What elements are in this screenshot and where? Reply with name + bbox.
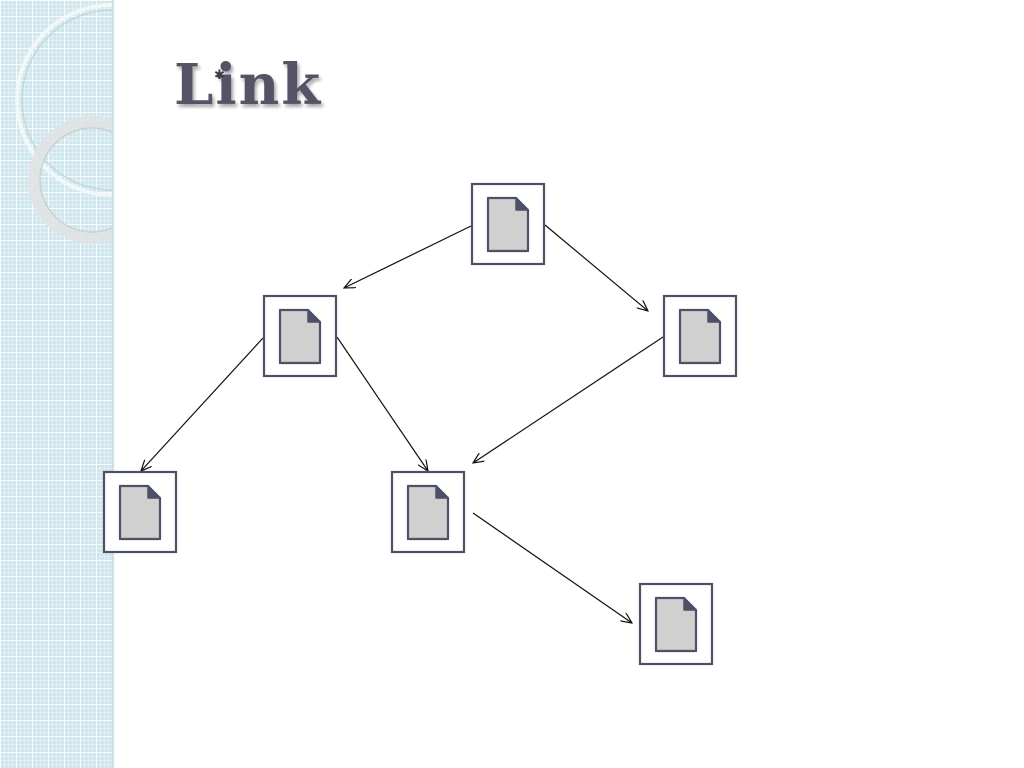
node-right — [662, 294, 738, 378]
edge-left-to-middle — [336, 336, 428, 471]
edge-right-to-middle — [473, 336, 664, 463]
diagram-edges — [141, 224, 664, 623]
document-icon — [662, 294, 738, 378]
star-icon: ✱ — [214, 68, 225, 83]
document-icon — [470, 182, 546, 266]
document-icon — [262, 294, 338, 378]
edge-root-to-right — [544, 224, 648, 311]
node-middle — [390, 470, 466, 554]
edge-root-to-left — [344, 225, 472, 288]
node-bottom-right — [638, 582, 714, 666]
document-icon — [102, 470, 178, 554]
edge-middle-to-bottom-right — [472, 512, 632, 623]
slide-title: Link — [174, 52, 323, 118]
diagram-nodes — [102, 182, 738, 666]
side-band-edge — [112, 0, 115, 768]
edge-left-to-left-left — [141, 337, 264, 471]
document-icon — [390, 470, 466, 554]
node-left-left — [102, 470, 178, 554]
side-decoration-band — [0, 0, 209, 768]
node-root — [470, 182, 546, 266]
document-icon — [638, 582, 714, 666]
node-left — [262, 294, 338, 378]
